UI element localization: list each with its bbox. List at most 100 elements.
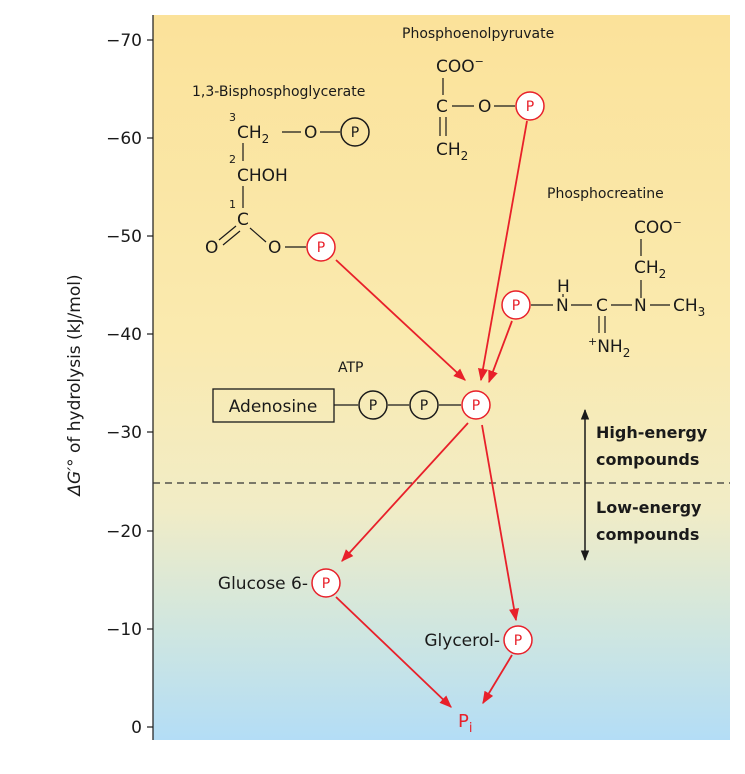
- y-axis: −70 −60 −50 −40 −30 −20 −10 0 ΔG′° of hy…: [65, 15, 154, 740]
- glucose6-phosphate-label: P: [322, 576, 330, 592]
- pi-sub: i: [469, 721, 473, 736]
- bpg-o-ester: O: [268, 238, 281, 258]
- pcr-n1: N: [556, 296, 569, 316]
- pcr-ch2-text: CH: [634, 258, 659, 278]
- pcr-ch3-text: CH: [673, 296, 698, 316]
- phosphocreatine: Phosphocreatine COO− CH2 P H N C N CH3 +…: [501, 186, 705, 360]
- glycerol-phosphate-circle: [503, 625, 533, 655]
- atp-beta-phosphate-circle: [409, 390, 439, 420]
- pcr-h-atom: H: [557, 277, 570, 297]
- high-energy-label-line2: compounds: [596, 450, 699, 469]
- pcr-nh2-text: NH: [597, 337, 623, 357]
- bpg-ch2: CH2: [237, 123, 269, 146]
- pcr-phosphate-label: P: [512, 298, 520, 314]
- low-energy-label: Low-energy: [596, 498, 702, 517]
- phosphoenolpyruvate: Phosphoenolpyruvate COO− C O CH2 P: [402, 26, 554, 163]
- pep-phosphate-circle: [515, 91, 545, 121]
- y-axis-title-rest: of hydrolysis (kJ/mol): [65, 274, 85, 458]
- arrow-glycerol-to-pi: [482, 654, 513, 705]
- bpg-phosphate-bottom-label: P: [317, 240, 325, 256]
- pcr-coo-charge: −: [673, 216, 682, 229]
- atp-gamma-phosphate-label: P: [472, 398, 480, 414]
- atp: ATP Adenosine P P P: [212, 360, 491, 423]
- glucose6-label: Glucose 6-: [218, 574, 308, 594]
- atp-alpha-phosphate-circle: [358, 390, 388, 420]
- bpg-c1-number: 1: [229, 198, 236, 211]
- arrow-glucose6-to-pi: [335, 596, 452, 708]
- y-tick-label: −60: [106, 129, 142, 149]
- pcr-ch2-sub: 2: [659, 267, 667, 281]
- atp-alpha-phosphate-label: P: [369, 398, 377, 414]
- glucose-6-phosphate: Glucose 6- P: [218, 568, 341, 598]
- glycerol-phosphate: Glycerol- P: [424, 625, 533, 655]
- bpg-ch2-text: CH: [237, 123, 262, 143]
- pi-p: P: [458, 711, 469, 732]
- y-tick-label: −20: [106, 522, 142, 542]
- pep-c-atom: C: [436, 97, 448, 117]
- bpg-double-bond-a: [218, 225, 237, 241]
- y-axis-title-delta-g: ΔG′°: [65, 458, 85, 497]
- y-tick-label: 0: [131, 718, 142, 738]
- pcr-phosphate-circle: [501, 290, 531, 320]
- bpg-phosphate-top-label: P: [351, 125, 359, 141]
- bisphosphoglycerate: 1,3-Bisphosphoglycerate 3 CH2 O P 2 CHOH…: [192, 84, 370, 262]
- pcr-ch2: CH2: [634, 258, 666, 281]
- inorganic-phosphate: Pi: [458, 711, 472, 736]
- arrow-atp-to-glycerol: [481, 424, 520, 622]
- pcr-c-atom: C: [596, 296, 608, 316]
- pep-ch2-sub: 2: [461, 149, 469, 163]
- low-energy-label-line2: compounds: [596, 525, 699, 544]
- bpg-c3-number: 3: [229, 111, 236, 124]
- atp-beta-phosphate-label: P: [420, 398, 428, 414]
- y-axis-title: ΔG′° of hydrolysis (kJ/mol): [65, 274, 85, 497]
- y-tick-label: −70: [106, 31, 142, 51]
- y-tick-label: −40: [106, 325, 142, 345]
- pcr-coo: COO−: [634, 216, 682, 238]
- pep-phosphate-label: P: [526, 99, 534, 115]
- adenosine-label: Adenosine: [229, 397, 318, 417]
- bisphosphoglycerate-name: 1,3-Bisphosphoglycerate: [192, 84, 365, 100]
- pep-coo-charge: −: [475, 55, 484, 68]
- pcr-coo-text: COO: [634, 218, 673, 238]
- bpg-choh: CHOH: [237, 166, 288, 186]
- pep-coo: COO−: [436, 55, 484, 77]
- arrow-pcr-to-atp: [488, 320, 513, 384]
- phosphoenolpyruvate-name: Phosphoenolpyruvate: [402, 26, 554, 42]
- bpg-phosphate-bottom-circle: [306, 232, 336, 262]
- glycerol-label: Glycerol-: [424, 631, 500, 651]
- bpg-ch2-sub: 2: [262, 132, 270, 146]
- phosphocreatine-name: Phosphocreatine: [547, 186, 664, 202]
- bpg-c2-number: 2: [229, 153, 236, 166]
- arrow-bpg-to-atp: [335, 259, 466, 381]
- y-tick-label: −10: [106, 620, 142, 640]
- pep-coo-text: COO: [436, 57, 475, 77]
- pcr-ch3: CH3: [673, 296, 705, 319]
- bpg-phosphate-top-circle: [340, 117, 370, 147]
- bpg-c1-atom: C: [237, 210, 249, 230]
- y-axis-tick-labels: −70 −60 −50 −40 −30 −20 −10 0: [106, 31, 142, 738]
- y-tick-label: −50: [106, 227, 142, 247]
- glycerol-phosphate-label: P: [514, 633, 522, 649]
- bpg-double-bond-b: [222, 230, 241, 246]
- y-tick-label: −30: [106, 423, 142, 443]
- pep-ch2: CH2: [436, 140, 468, 163]
- atp-name: ATP: [338, 360, 363, 376]
- y-axis-ticks: [147, 39, 153, 728]
- high-energy-label: High-energy: [596, 423, 708, 442]
- pcr-ch3-sub: 3: [698, 305, 706, 319]
- pcr-nh2-sub: 2: [623, 346, 631, 360]
- pcr-nh2-charge: +: [588, 335, 597, 348]
- pep-ch2-text: CH: [436, 140, 461, 160]
- atp-gamma-phosphate-circle: [461, 390, 491, 420]
- glucose6-phosphate-circle: [311, 568, 341, 598]
- pep-o-atom: O: [478, 97, 491, 117]
- bpg-o-top: O: [304, 123, 317, 143]
- pcr-n2: N: [634, 296, 647, 316]
- phosphoryl-transfer-arrows: [335, 120, 528, 708]
- bpg-o-carbonyl: O: [205, 238, 218, 258]
- background-panel: [153, 15, 730, 740]
- arrow-atp-to-glucose6: [341, 422, 469, 562]
- bpg-bond-c1-o: [249, 227, 267, 243]
- arrow-pep-to-atp: [478, 120, 528, 382]
